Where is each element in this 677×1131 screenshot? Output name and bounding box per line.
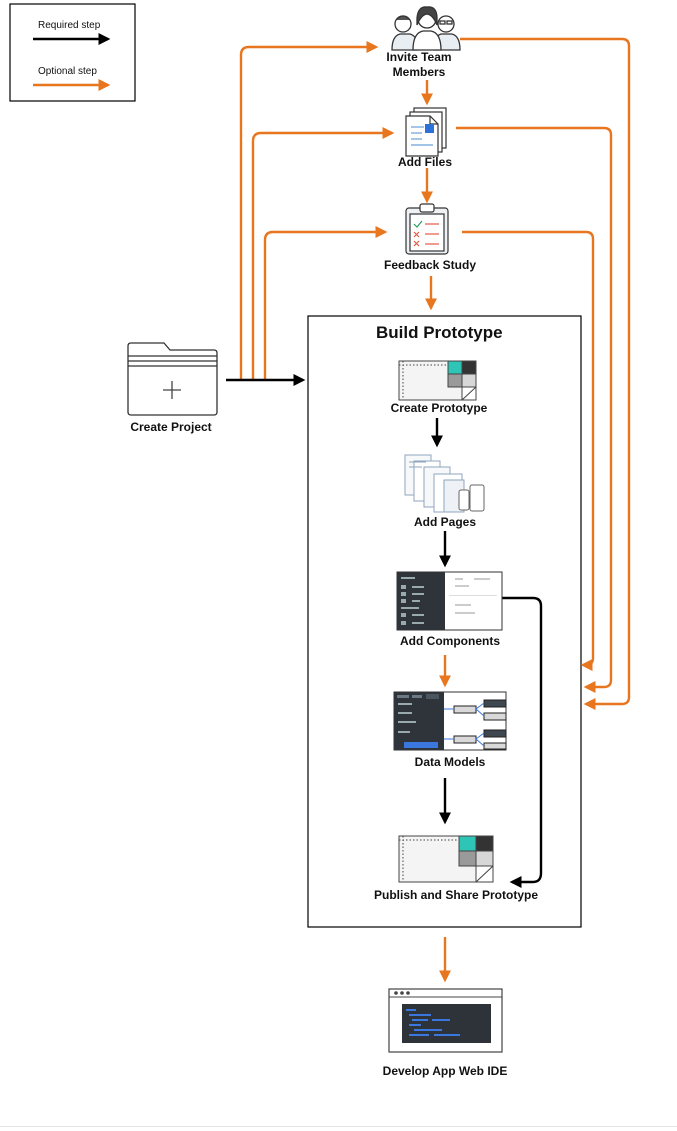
label-feedback-study: Feedback Study xyxy=(383,258,477,272)
label-add-pages: Add Pages xyxy=(413,515,476,529)
code-editor-window-icon xyxy=(388,988,503,1053)
arrow-components-to-publish xyxy=(502,596,543,888)
build-prototype-box xyxy=(307,315,582,928)
arrow-invite-to-build xyxy=(460,37,631,710)
pages-devices-icon xyxy=(404,454,485,513)
arrow-project-to-files xyxy=(251,127,395,380)
label-create-prototype: Create Prototype xyxy=(390,401,488,415)
optional-connectors xyxy=(239,37,631,983)
required-connectors xyxy=(226,374,543,888)
arrow-files-to-build xyxy=(456,126,613,693)
publish-prototype-icon xyxy=(398,835,494,883)
build-prototype-title: Build Prototype xyxy=(376,323,503,342)
label-invite-team-members: Invite Team Members xyxy=(386,50,452,79)
label-create-project: Create Project xyxy=(130,420,212,434)
legend-required-label: Required step xyxy=(38,20,101,31)
legend xyxy=(9,3,136,102)
label-publish-and-share: Publish and Share Prototype xyxy=(373,888,539,902)
arrow-project-to-invite xyxy=(239,41,379,380)
arrow-feedback-to-build-right xyxy=(462,230,595,671)
label-add-files: Add Files xyxy=(397,155,452,169)
label-develop-app: Develop App Web IDE xyxy=(382,1064,508,1078)
components-panel-icon xyxy=(396,571,503,631)
document-stack-icon xyxy=(405,107,447,157)
arrow-project-to-feedback xyxy=(263,226,388,380)
bottom-divider xyxy=(0,1126,677,1127)
label-data-models: Data Models xyxy=(414,755,486,769)
clipboard-checklist-icon xyxy=(405,203,449,255)
legend-optional-label: Optional step xyxy=(38,66,97,77)
people-group-icon xyxy=(391,6,461,51)
label-add-components: Add Components xyxy=(400,634,500,648)
prototype-canvas-icon xyxy=(398,360,477,401)
folder-plus-icon xyxy=(127,342,218,416)
data-model-icon xyxy=(393,691,507,751)
